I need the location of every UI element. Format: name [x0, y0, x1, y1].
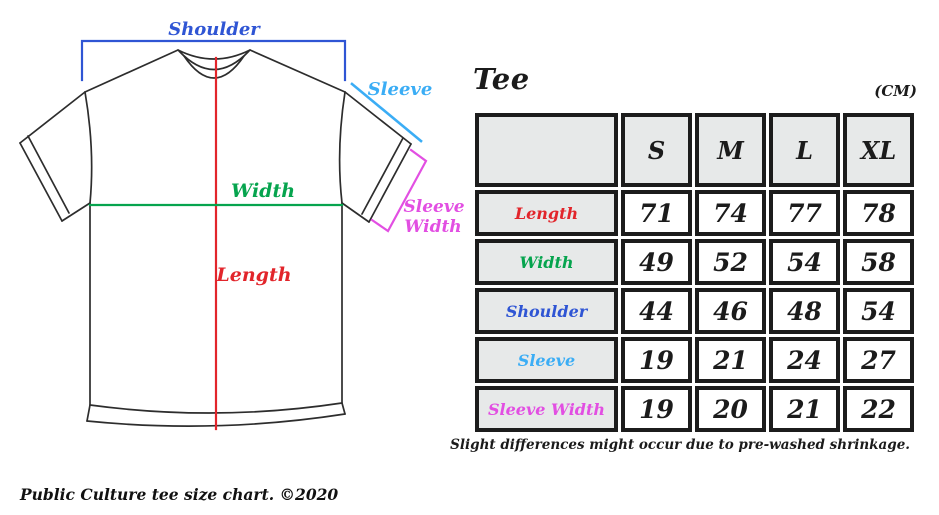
table-row-length: Length 71 74 77 78: [475, 190, 914, 236]
size-value: 46: [695, 288, 766, 334]
size-value: 21: [695, 337, 766, 383]
size-value: 48: [769, 288, 840, 334]
size-value: 19: [621, 386, 692, 432]
sleeve-width-label: Sleeve Width: [403, 197, 464, 237]
measure-label: Shoulder: [475, 288, 618, 334]
measure-label: Sleeve Width: [475, 386, 618, 432]
size-value: 21: [769, 386, 840, 432]
size-col-header-s: S: [621, 113, 692, 187]
size-col-header-xl: XL: [843, 113, 914, 187]
size-value: 74: [695, 190, 766, 236]
shrinkage-footnote: Slight differences might occur due to pr…: [450, 437, 910, 453]
shoulder-label: Shoulder: [168, 19, 261, 40]
sleeve-width-label-line1: Sleeve: [403, 197, 464, 217]
unit-label: (CM): [874, 82, 917, 100]
size-value: 19: [621, 337, 692, 383]
corner-cell: [475, 113, 618, 187]
measure-label: Sleeve: [475, 337, 618, 383]
tee-measurement-diagram: Shoulder Sleeve Width Length Sleeve Widt…: [19, 19, 465, 431]
length-label: Length: [215, 264, 291, 286]
table-row-sleeve-width: Sleeve Width 19 20 21 22: [475, 386, 914, 432]
size-value: 49: [621, 239, 692, 285]
sleeve-width-bracket: [370, 148, 428, 233]
size-value: 27: [843, 337, 914, 383]
table-title: Tee: [473, 62, 530, 96]
table-row-shoulder: Shoulder 44 46 48 54: [475, 288, 914, 334]
size-table: S M L XL Length 71 74 77 78 Width 49 52 …: [472, 110, 917, 435]
size-value: 54: [843, 288, 914, 334]
size-value: 54: [769, 239, 840, 285]
measure-label: Length: [475, 190, 618, 236]
size-value: 71: [621, 190, 692, 236]
size-col-header-m: M: [695, 113, 766, 187]
size-col-header-l: L: [769, 113, 840, 187]
size-value: 44: [621, 288, 692, 334]
size-value: 52: [695, 239, 766, 285]
size-value: 77: [769, 190, 840, 236]
size-value: 78: [843, 190, 914, 236]
shoulder-bracket: [80, 39, 347, 82]
sleeve-line: [350, 82, 423, 143]
table-row-width: Width 49 52 54 58: [475, 239, 914, 285]
table-row-sleeve: Sleeve 19 21 24 27: [475, 337, 914, 383]
measure-label: Width: [475, 239, 618, 285]
size-value: 24: [769, 337, 840, 383]
size-value: 20: [695, 386, 766, 432]
table-header-row: S M L XL: [475, 113, 914, 187]
credit-text: Public Culture tee size chart. ©2020: [20, 485, 339, 504]
sleeve-width-label-line2: Width: [404, 217, 461, 237]
size-value: 22: [843, 386, 914, 432]
width-label: Width: [231, 180, 295, 202]
size-value: 58: [843, 239, 914, 285]
tshirt-outline: [19, 49, 412, 427]
sleeve-label: Sleeve: [368, 79, 433, 100]
